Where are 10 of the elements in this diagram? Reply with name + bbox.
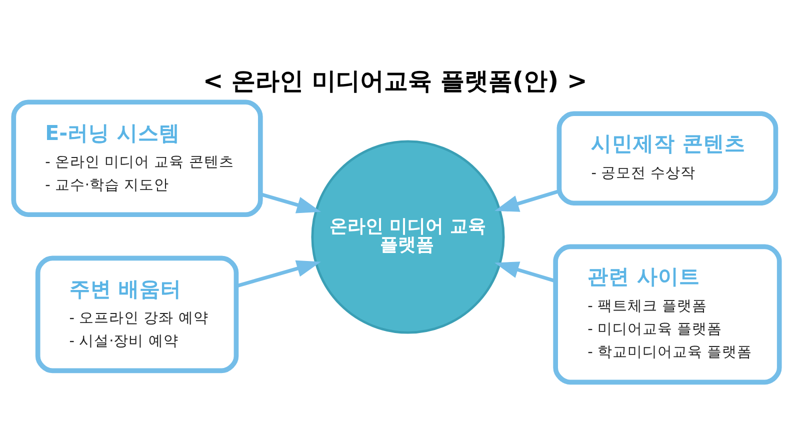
node-box: 시민제작 콘텐츠 - 공모전 수상작 [556, 110, 778, 206]
node-box: E-러닝 시스템 - 온라인 미디어 교육 콘텐츠 - 교수·학습 지도안 [11, 99, 263, 217]
node-box: 주변 배움터 - 오프라인 강좌 예약 - 시설·장비 예약 [35, 255, 239, 373]
node-circle: 온라인 미디어 교육 플랫폼 [311, 140, 505, 334]
diagram-title: < 온라인 미디어교육 플랫폼(안) > [202, 66, 588, 94]
arrow [236, 260, 321, 288]
node-box: 관련 사이트 - 팩트체크 플랫폼 - 미디어교육 플랫폼 - 학교미디어교육 플랫폼 [553, 244, 782, 384]
arrow [260, 192, 322, 213]
arrow [494, 189, 560, 212]
arrow [494, 261, 556, 282]
